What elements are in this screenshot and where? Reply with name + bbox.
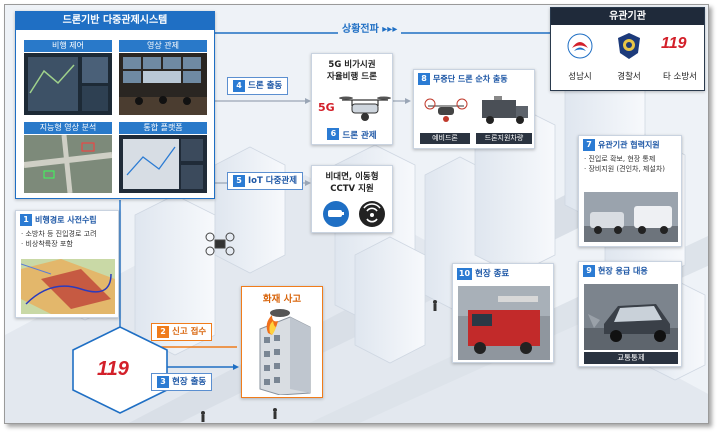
- org-police: 경찰서: [617, 72, 641, 82]
- cctv-box: 비대면, 이동형 CCTV 지원: [311, 165, 393, 233]
- drone-box-line2: 자율비행 드론: [327, 72, 377, 82]
- seongnam-emblem-icon: [567, 33, 593, 59]
- accident-car-photo: [584, 284, 678, 350]
- support-vehicle-label: 드론지원차량: [476, 133, 532, 144]
- fire-incident-panel: 화재 사고: [241, 286, 323, 398]
- spare-drone-label: 예비드론: [420, 133, 470, 144]
- org-other-fire-station: 타 소방서: [663, 72, 697, 82]
- video-control-screen: [119, 53, 207, 115]
- org-seongnam: 성남시: [568, 72, 592, 82]
- fire-department-logo-icon: 119: [661, 35, 687, 52]
- burning-building-icon: [259, 309, 311, 395]
- tile-label-flight-control: 비행 제어: [24, 40, 112, 52]
- situation-broadcast-label: 상황전파 ▸▸▸: [338, 20, 402, 35]
- integrated-platform-screen: [119, 135, 207, 193]
- intelligent-video-screen: [24, 135, 112, 193]
- tile-label-intelligent-video: 지능형 영상 분석: [24, 122, 112, 134]
- flight-control-screen: [24, 53, 112, 115]
- related-agencies-panel: 유관기관 119 성남시 경찰서 타 소방서: [550, 7, 705, 91]
- step-7-bullet-1: · 진입로 확보, 현장 통제: [584, 155, 656, 163]
- control-system-panel: 드론기반 다중관제시스템 비행 제어 영상 관제 지능형 영상 분석 통합 플랫…: [15, 11, 215, 199]
- step-1-bullet-2: · 비상착륙장 포함: [21, 240, 73, 248]
- cctv-box-line1: 비대면, 이동형: [325, 172, 379, 182]
- spare-drone-icon: [424, 98, 468, 122]
- related-agencies-title: 유관기관: [551, 8, 704, 25]
- diagram-frame: 드론기반 다중관제시스템 비행 제어 영상 관제 지능형 영상 분석 통합 플랫…: [4, 4, 709, 424]
- fire-truck-photo: [458, 286, 550, 360]
- step-1-bullet-1: · 소방차 등 진입경로 고려: [21, 230, 97, 238]
- step-7-bullet-2: · 장비지원 (견인차, 제설차): [584, 165, 665, 173]
- police-emblem-icon: [618, 33, 640, 59]
- 5g-badge: 5G: [318, 101, 335, 114]
- fire-station-logo-icon: 119: [97, 358, 129, 380]
- control-system-title: 드론기반 다중관제시스템: [16, 12, 214, 30]
- cctv-camera-icon: [323, 201, 349, 227]
- fire-incident-title: 화재 사고: [262, 294, 302, 305]
- tow-truck-photo: [584, 192, 678, 242]
- drone-support-vehicle-icon: [482, 96, 528, 124]
- tile-label-video-control: 영상 관제: [119, 40, 207, 52]
- drone-box-line1: 5G 비가시권: [328, 60, 376, 70]
- flight-path-map: [21, 259, 115, 314]
- cctv-box-line2: CCTV 지원: [330, 184, 374, 194]
- drone-icon: [339, 96, 391, 121]
- wireless-signal-icon: [359, 201, 385, 227]
- tile-label-integrated-platform: 통합 플랫폼: [119, 122, 207, 134]
- traffic-control-caption: 교통통제: [584, 352, 678, 364]
